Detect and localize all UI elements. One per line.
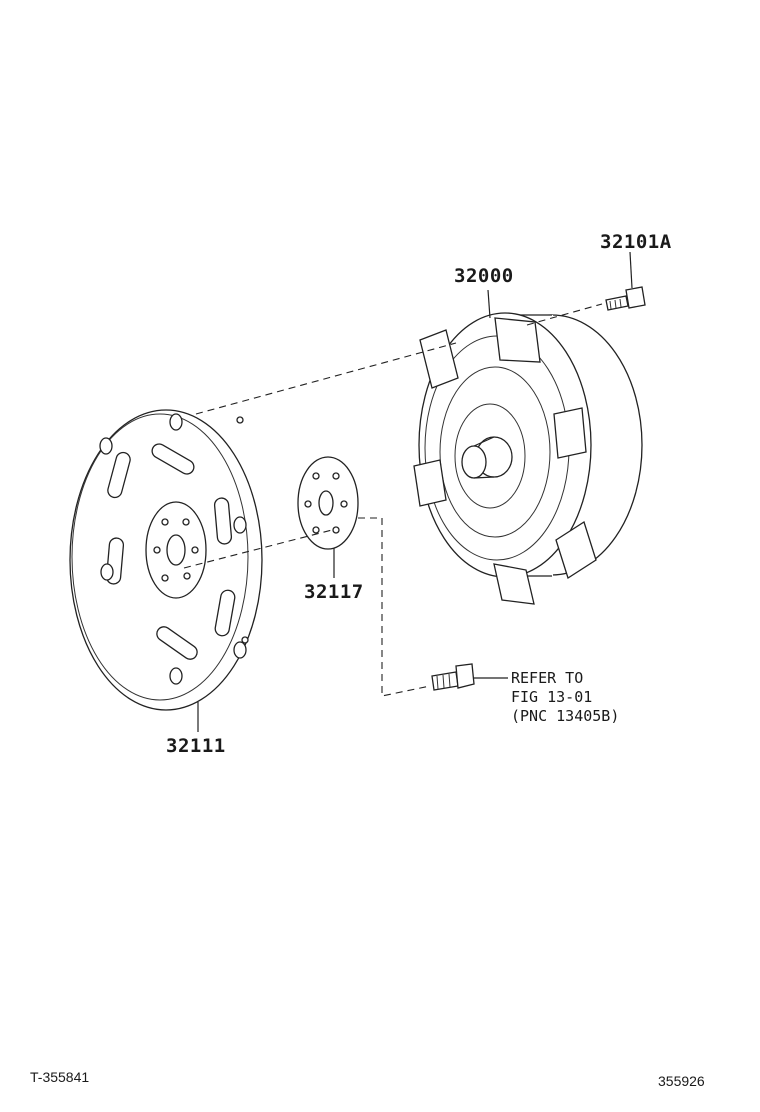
footer-left-id: T-355841 (30, 1069, 89, 1085)
assembly-lines (183, 303, 603, 697)
reference-note-line2: FIG 13-01 (511, 688, 592, 706)
footer-right-id: 355926 (658, 1073, 705, 1089)
spacer-plate-holes (304, 472, 348, 534)
spacer-plate-center-hole (318, 490, 334, 516)
label-torque-converter: 32000 (454, 265, 514, 287)
spacer-plate (297, 456, 359, 550)
drive-plate-center-hole (166, 534, 186, 566)
drive-plate-small-holes (236, 416, 249, 644)
drive-plate-bosses (99, 413, 247, 685)
leader-lines (197, 251, 633, 732)
drive-plate-hub-holes (153, 518, 199, 582)
label-drive-plate: 32111 (166, 735, 226, 757)
converter-hub-end (461, 445, 487, 479)
torque-converter (413, 312, 643, 605)
reference-note-line3: (PNC 13405B) (511, 707, 619, 725)
drive-plate (69, 409, 263, 711)
drive-plate-rim (71, 413, 249, 701)
label-converter-bolt: 32101A (600, 231, 672, 253)
converter-lugs (413, 317, 597, 605)
label-spacer-plate: 32117 (304, 581, 364, 603)
converter-bolt (605, 286, 646, 311)
flywheel-bolt (431, 663, 475, 691)
reference-note-line1: REFER TO (511, 669, 583, 687)
